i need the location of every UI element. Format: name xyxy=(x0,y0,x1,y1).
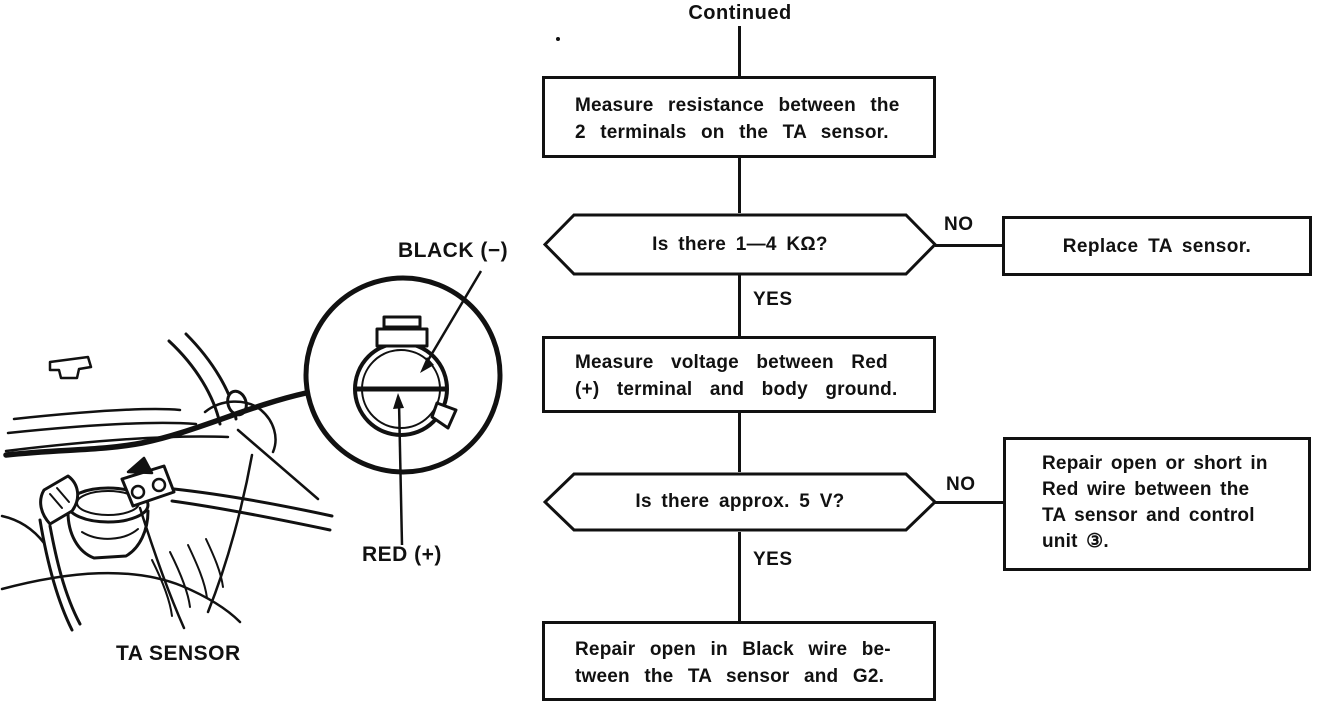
flow-decision-voltage: Is there approx. 5 V? xyxy=(543,472,937,532)
no-label-1: NO xyxy=(944,214,974,235)
magnified-connector-view xyxy=(303,275,503,475)
black-terminal-label: BLACK (−) xyxy=(398,239,509,262)
voltage-question-text: Is there approx. 5 V? xyxy=(635,491,845,512)
yes-label-2: YES xyxy=(753,549,793,570)
terminal-arrows xyxy=(393,270,483,546)
connector-notch xyxy=(430,401,458,430)
flow-connector-no-2 xyxy=(935,501,1003,504)
flow-box-replace-sensor: Replace TA sensor. xyxy=(1002,216,1312,276)
yes-label-1: YES xyxy=(753,289,793,310)
ta-sensor-label: TA SENSOR xyxy=(116,642,241,665)
decision-hexagon-shape xyxy=(543,472,937,532)
red-wire-arrow xyxy=(397,401,404,546)
flow-connector-down-2 xyxy=(738,158,741,213)
connector-lock-tab xyxy=(382,315,422,329)
replace-sensor-text: Replace TA sensor. xyxy=(1062,235,1252,257)
flow-connector-down-3 xyxy=(738,275,741,336)
resistance-question-text: Is there 1—4 KΩ? xyxy=(652,233,828,255)
harness-clip xyxy=(48,355,93,380)
flow-connector-down-1 xyxy=(738,26,741,76)
flow-box-repair-red-wire: Repair open or short in Red wire between… xyxy=(1003,437,1311,571)
scan-speck xyxy=(556,37,560,41)
flow-connector-no-1 xyxy=(935,244,1003,247)
repair-red-wire-text: Repair open or short in Red wire between… xyxy=(1042,453,1268,552)
ta-sensor-leader-line xyxy=(138,506,186,630)
measure-resistance-text: Measure resistance between the 2 termina… xyxy=(575,95,900,143)
flow-box-measure-voltage: Measure voltage between Red (+) terminal… xyxy=(542,336,936,413)
flow-connector-down-5 xyxy=(738,532,741,621)
repair-black-wire-text: Repair open in Black wire be- tween the … xyxy=(575,639,891,687)
ta-sensor-drawing xyxy=(38,456,334,632)
red-terminal-label: RED (+) xyxy=(362,543,442,566)
flow-box-repair-black-wire: Repair open in Black wire be- tween the … xyxy=(542,621,936,701)
flow-connector-down-4 xyxy=(738,413,741,472)
decision-hexagon-shape xyxy=(543,213,937,276)
black-wire-arrow xyxy=(425,270,483,363)
connector-boot xyxy=(39,474,80,526)
continued-label: Continued xyxy=(688,2,792,24)
flow-decision-resistance: Is there 1—4 KΩ? xyxy=(543,213,937,276)
no-label-2: NO xyxy=(946,474,976,495)
engine-lineart xyxy=(0,332,320,624)
flow-box-measure-resistance: Measure resistance between the 2 termina… xyxy=(542,76,936,158)
measure-voltage-text: Measure voltage between Red (+) terminal… xyxy=(575,352,898,400)
